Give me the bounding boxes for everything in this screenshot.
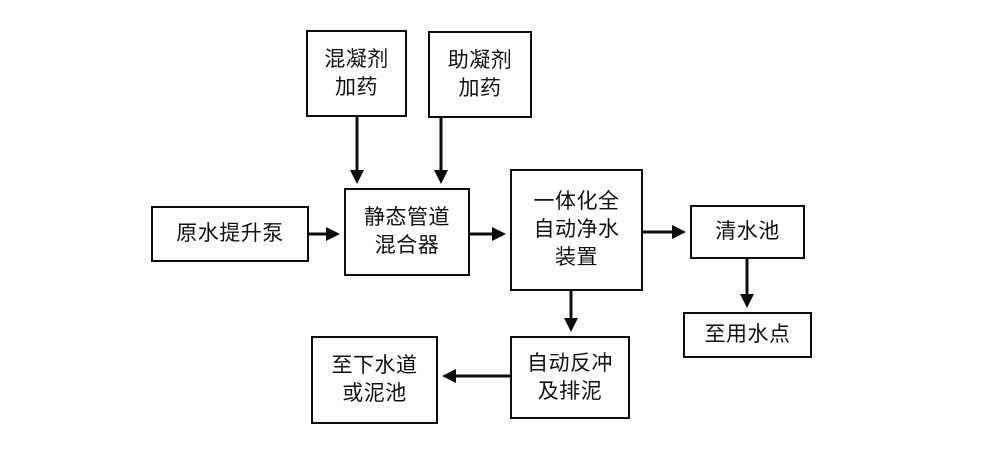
edge-mixer-to-purifier xyxy=(470,227,506,241)
node-coagulant[interactable]: 混凝剂加药 xyxy=(306,30,407,117)
node-label-line: 及排泥 xyxy=(537,378,603,403)
edge-flocculant-to-mixer xyxy=(434,118,448,184)
node-label-line: 一体化全 xyxy=(533,189,620,214)
node-static-mixer[interactable]: 静态管道混合器 xyxy=(344,188,470,276)
node-label-line: 装置 xyxy=(555,244,598,269)
node-label-line: 混凝剂 xyxy=(324,46,389,71)
node-to-sewer[interactable]: 至下水道或泥池 xyxy=(311,336,438,424)
node-label-line: 混合器 xyxy=(374,233,440,257)
node-label-line: 原水提升泵 xyxy=(176,221,284,246)
node-label-line: 静态管道 xyxy=(364,205,450,230)
node-clear-water-tank[interactable]: 清水池 xyxy=(690,205,805,259)
edge-purifier-to-backwash xyxy=(564,291,578,332)
edge-backwash-to-sewer xyxy=(442,369,510,383)
node-label-line: 或泥池 xyxy=(342,381,407,405)
edge-purifier-to-tank xyxy=(643,225,686,239)
node-label-line: 至下水道 xyxy=(331,353,418,378)
node-purifier[interactable]: 一体化全自动净水装置 xyxy=(510,169,643,291)
node-flocculant[interactable]: 助凝剂加药 xyxy=(428,31,532,118)
edge-coagulant-to-mixer xyxy=(350,117,364,184)
node-label-line: 自动净水 xyxy=(533,217,620,242)
edge-pump-to-mixer xyxy=(309,227,340,241)
node-label-line: 助凝剂 xyxy=(447,47,513,72)
node-label-line: 至用水点 xyxy=(704,322,791,347)
node-raw-water-pump[interactable]: 原水提升泵 xyxy=(151,206,309,262)
node-label-line: 自动反冲 xyxy=(527,350,613,375)
node-auto-backwash[interactable]: 自动反冲及排泥 xyxy=(510,336,630,419)
edge-tank-to-water-point xyxy=(740,259,754,308)
node-label-line: 清水池 xyxy=(715,219,780,244)
node-to-water-point[interactable]: 至用水点 xyxy=(683,312,812,358)
node-label-line: 加药 xyxy=(458,75,502,100)
node-label-line: 加药 xyxy=(335,74,378,99)
